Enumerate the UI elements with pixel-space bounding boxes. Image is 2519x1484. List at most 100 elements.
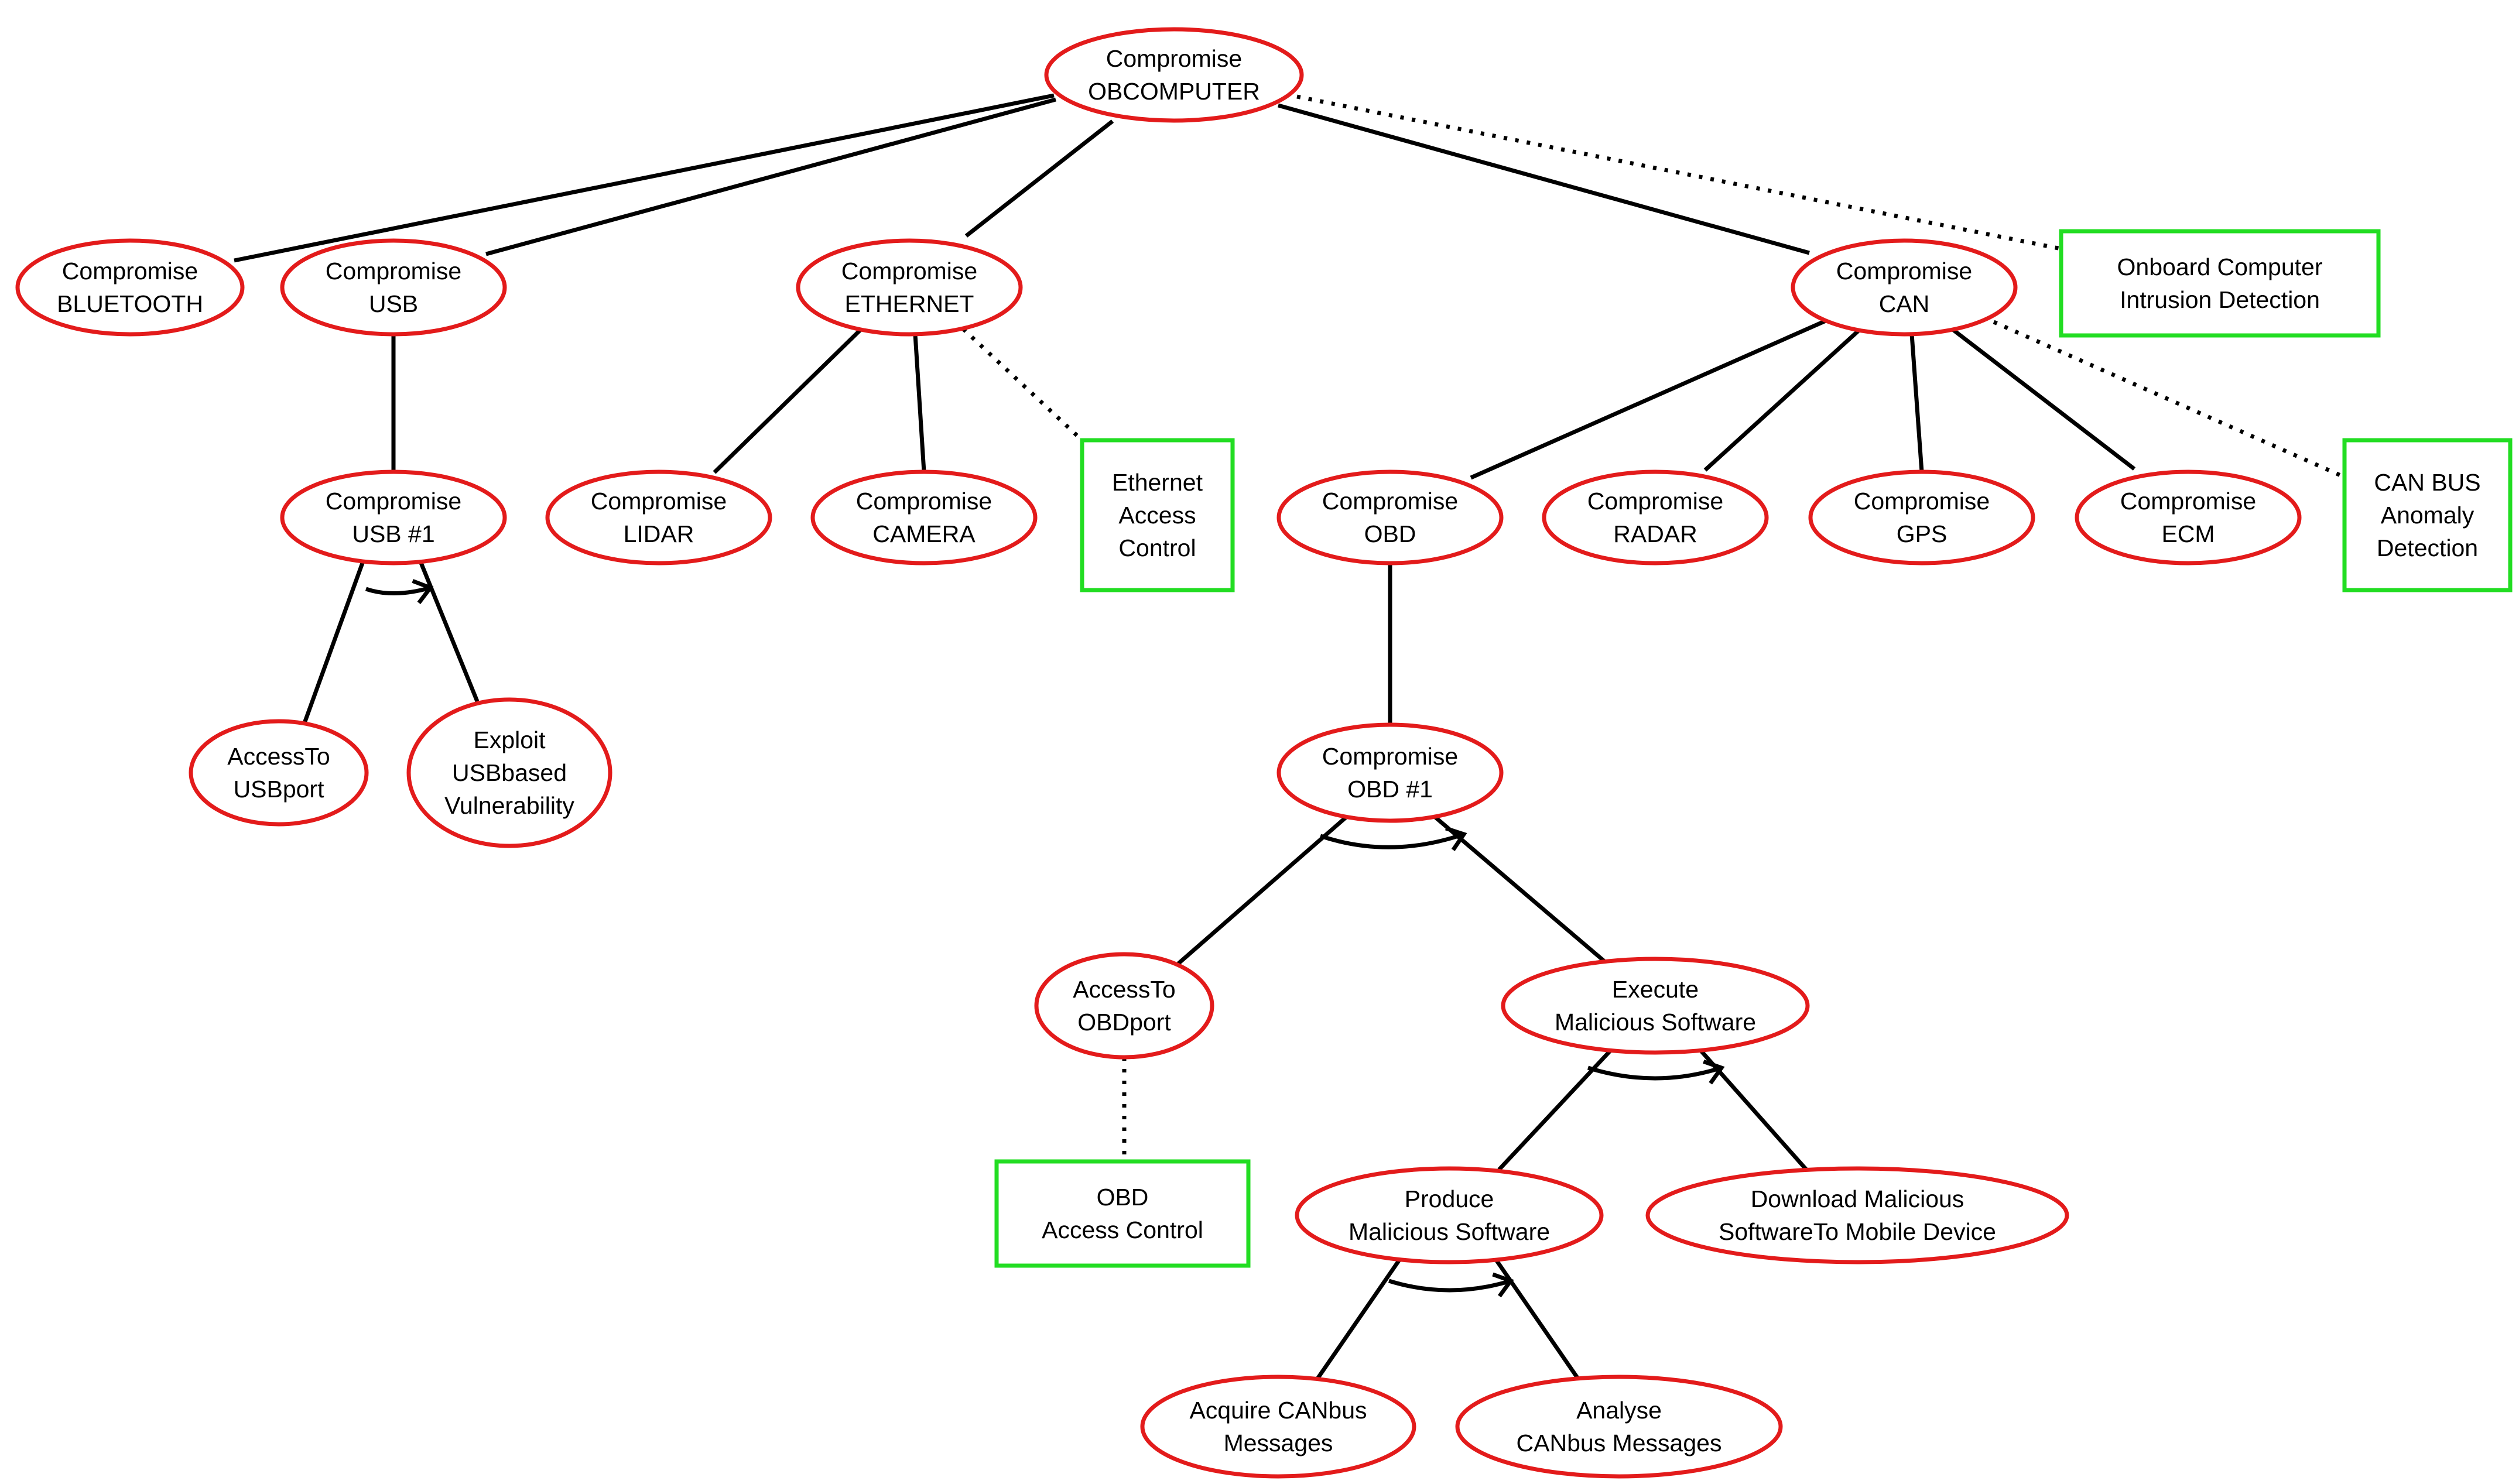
countermeasure-node-obd_ac: OBD Access Control: [994, 1159, 1251, 1268]
node-label-line: Compromise: [2120, 488, 2256, 515]
attack-node-ellipse: [189, 719, 369, 827]
edge-root-to-usb: [485, 97, 1056, 256]
edge-ethernet-to-camera: [913, 334, 926, 472]
node-label-line: Compromise: [856, 488, 992, 515]
attack-node-ellipse: [1276, 469, 1504, 566]
edge-prodmal-to-analyse: [1494, 1259, 1580, 1380]
edge-root-to-bluetooth: [234, 93, 1055, 263]
node-label-line: SoftwareTo Mobile Device: [1719, 1218, 1996, 1245]
attack-node-ellipse: [406, 697, 612, 848]
node-label-line: Ethernet: [1112, 469, 1203, 496]
attack-node-ellipse: [1276, 722, 1504, 823]
node-label-line: Compromise: [326, 488, 461, 515]
node-label-line: Execute: [1612, 976, 1699, 1003]
attack-node-ellipse: [810, 469, 1038, 566]
node-label-line: Vulnerability: [444, 792, 574, 819]
edges-layer: [234, 93, 2346, 1380]
node-label-line: Produce: [1405, 1185, 1494, 1212]
node-label-line: OBDport: [1077, 1009, 1171, 1036]
node-label-line: Anomaly: [2381, 502, 2474, 529]
node-label-line: Compromise: [1836, 258, 1972, 285]
node-label-line: Download Malicious: [1751, 1185, 1964, 1212]
node-label-line: Compromise: [1322, 743, 1458, 770]
node-label-line: Control: [1118, 534, 1196, 561]
node-label-line: Compromise: [1587, 488, 1723, 515]
attack-node-ellipse: [280, 469, 507, 566]
countermeasure-box: [1080, 438, 1235, 592]
attack-node-ellipse: [15, 238, 245, 337]
sequential-and-arc-prodmal: [1388, 1272, 1514, 1298]
node-label-line: Detection: [2377, 534, 2478, 561]
node-label-line: OBD: [1097, 1184, 1149, 1211]
attack-node-ellipse: [1501, 957, 1810, 1055]
arrowhead-icon: [412, 579, 434, 605]
sequential-and-arc-usb1: [365, 579, 434, 605]
arrowhead-icon: [1492, 1272, 1514, 1298]
node-label-line: AccessTo: [227, 743, 330, 770]
node-label-line: ETHERNET: [845, 290, 974, 317]
edge-obd1-to-obdport: [1175, 815, 1349, 967]
arrowhead-icon: [1445, 826, 1467, 851]
node-label-line: AccessTo: [1073, 976, 1175, 1003]
node-label-line: GPS: [1897, 520, 1948, 547]
attack-node-ellipse: [1140, 1375, 1416, 1479]
edge-can-to-can_anomaly-countermeasure-link: [1993, 320, 2346, 479]
sequential-and-arc-path: [365, 585, 431, 596]
edge-can-to-obd: [1470, 318, 1827, 480]
node-label-line: CANbus Messages: [1517, 1430, 1722, 1456]
node-label-line: CAMERA: [872, 520, 976, 547]
node-label-line: Onboard Computer: [2117, 253, 2323, 280]
node-label-line: Compromise: [1322, 488, 1458, 515]
edge-usb1-to-usbport: [302, 560, 365, 724]
attack-node-ellipse: [545, 469, 772, 566]
node-label-line: Compromise: [1106, 45, 1242, 72]
node-label-line: Malicious Software: [1555, 1009, 1756, 1036]
attack-node-ellipse: [1791, 238, 2018, 337]
node-label-line: CAN: [1879, 290, 1930, 317]
attack-node-ellipse: [1645, 1166, 2069, 1264]
node-label-line: OBD: [1364, 520, 1416, 547]
attack-node-ellipse: [1455, 1375, 1783, 1479]
node-label-line: Messages: [1224, 1430, 1333, 1456]
node-label-line: Access: [1118, 502, 1196, 529]
attack-node-ellipse: [1044, 27, 1304, 123]
node-label-line: Intrusion Detection: [2120, 286, 2320, 313]
node-label-line: Malicious Software: [1349, 1218, 1550, 1245]
attack-node-ellipse: [1542, 469, 1769, 566]
attack-node-ellipse: [1295, 1166, 1604, 1264]
node-label-line: USBbased: [452, 759, 567, 786]
node-label-line: USB: [369, 290, 418, 317]
node-label-line: CAN BUS: [2374, 469, 2480, 496]
nodes-layer: CompromiseOBCOMPUTERCompromiseBLUETOOTHC…: [15, 27, 2513, 1479]
node-label-line: Compromise: [326, 258, 461, 285]
node-label-line: Compromise: [591, 488, 727, 515]
sequential-and-arc-path: [1319, 832, 1465, 849]
node-label-line: Compromise: [841, 258, 977, 285]
edge-root-to-can: [1278, 103, 1810, 255]
node-label-line: USBport: [234, 776, 325, 803]
node-label-line: Access Control: [1042, 1216, 1203, 1243]
node-label-line: RADAR: [1613, 520, 1697, 547]
edge-root-to-ethernet: [964, 119, 1114, 238]
sequential-and-arc-path: [1587, 1065, 1723, 1081]
edge-usb1-to-usbvuln: [418, 560, 480, 702]
